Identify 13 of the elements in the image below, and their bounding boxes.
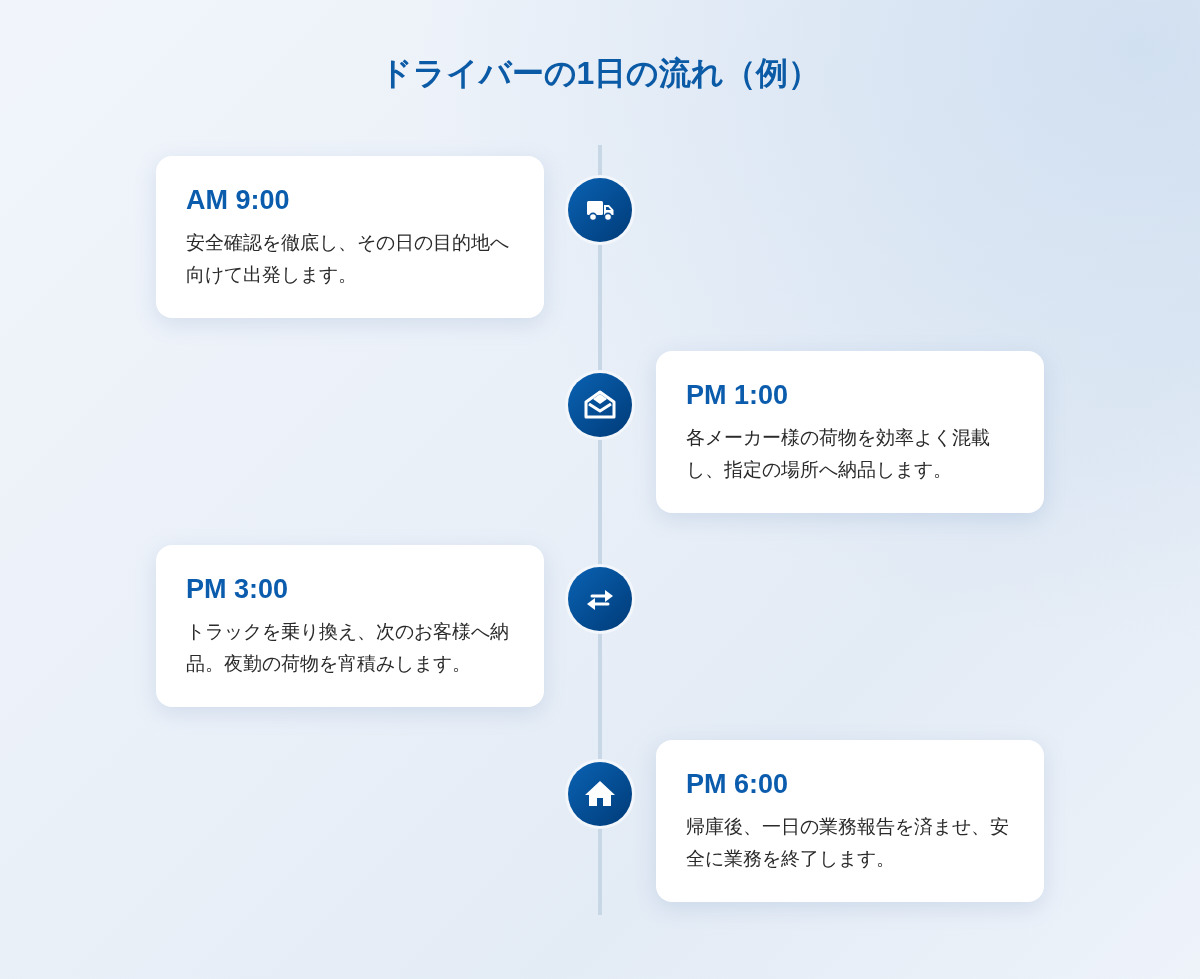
timeline-card — [156, 156, 544, 318]
time-heading: PM 3:00 — [186, 573, 290, 605]
time-heading: PM 6:00 — [686, 768, 790, 800]
time-heading: AM 9:00 — [186, 184, 291, 216]
timeline-card — [156, 545, 544, 707]
timeline-card — [656, 740, 1044, 902]
description-text: 帰庫後、一日の業務報告を済ませ、安全に業務を終了します。 — [686, 815, 1010, 871]
description-text: 各メーカー様の荷物を効率よく混載し、指定の場所へ納品します。 — [686, 426, 991, 482]
title: ドライバーの1日の流れ（例） — [378, 54, 822, 93]
description-text: 安全確認を徹底し、その日の目的地へ向けて出発します。 — [186, 231, 510, 287]
description-text: トラックを乗り換え、次のお客様へ納品。夜勤の荷物を宵積みします。 — [186, 620, 510, 676]
time-heading: PM 1:00 — [686, 379, 790, 411]
timeline-card — [656, 351, 1044, 513]
